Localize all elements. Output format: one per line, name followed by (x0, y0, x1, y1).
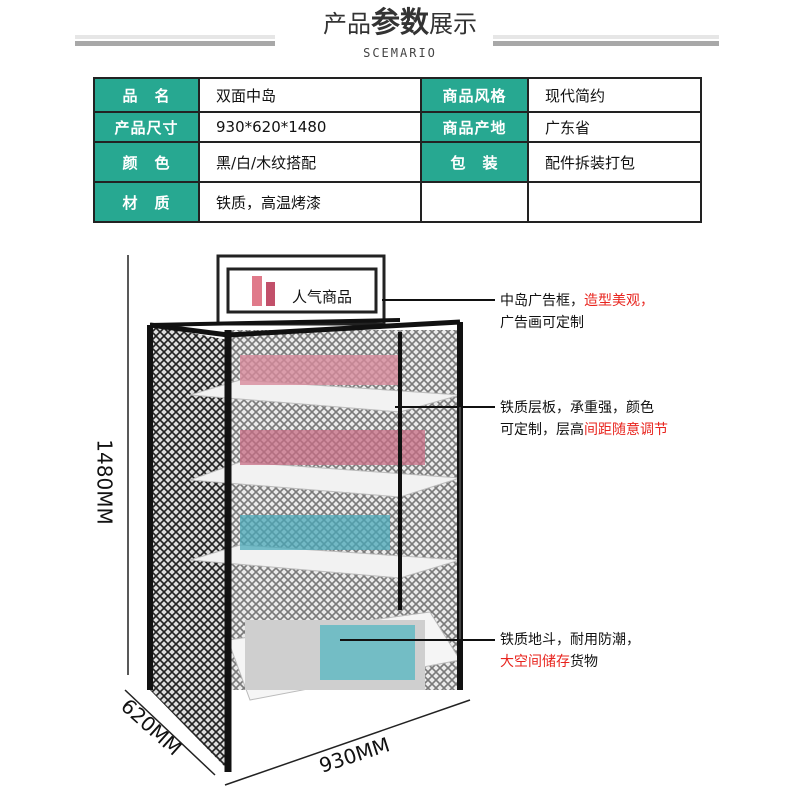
spec-value: 铁质，高温烤漆 (198, 181, 422, 223)
spec-row: 产品尺寸 930*620*1480 商品产地 广东省 (93, 111, 702, 143)
note-sign-frame: 中岛广告框，造型美观，广告画可定制 (500, 293, 654, 331)
spec-row: 颜 色 黑/白/木纹搭配 包 装 配件拆装打包 (93, 141, 702, 183)
spec-row: 品 名 双面中岛 商品风格 现代简约 (93, 77, 702, 113)
spec-empty (527, 181, 702, 223)
spec-key: 颜 色 (93, 141, 200, 183)
sign-product-image (266, 282, 275, 306)
spec-value: 配件拆装打包 (527, 141, 702, 183)
side-mesh-panel (150, 325, 228, 770)
frame-top (149, 318, 401, 327)
spec-row: 材 质 铁质，高温烤漆 (93, 181, 702, 223)
spec-value: 930*620*1480 (198, 111, 422, 143)
header-rule-right (493, 35, 719, 39)
spec-key: 包 装 (420, 141, 529, 183)
spec-value: 黑/白/木纹搭配 (198, 141, 422, 183)
note-base: 铁质地斗，耐用防潮，大空间储存货物 (500, 632, 640, 670)
spec-key: 材 质 (93, 181, 200, 223)
header-rule-left (75, 35, 275, 39)
title-bold: 参数 (370, 5, 429, 39)
products-row-3 (240, 515, 390, 550)
spec-key: 产品尺寸 (93, 111, 200, 143)
sign-text: 人气商品 (292, 288, 352, 306)
note-shelf: 铁质层板，承重强，颜色可定制，层高间距随意调节 (500, 400, 668, 438)
sign-frame (216, 254, 386, 326)
title-pre: 产品 (322, 10, 371, 38)
spec-value: 现代简约 (527, 77, 702, 113)
products-row-2 (240, 430, 425, 465)
width-dimension-line (224, 699, 471, 786)
spec-key: 品 名 (93, 77, 200, 113)
page-title: 产品参数展示 (0, 6, 800, 38)
subtitle: SCEMARIO (363, 46, 437, 60)
header-rule-left-dark (75, 41, 275, 46)
depth-dimension-line (124, 689, 216, 776)
spec-key: 商品产地 (420, 111, 529, 143)
frame-top (149, 319, 461, 338)
products-base-boxes (320, 625, 415, 680)
products-row-1 (240, 355, 400, 385)
sign-product-image (252, 276, 262, 306)
height-label: 1480MM (92, 439, 117, 525)
title-post: 展示 (429, 10, 477, 38)
spec-empty (420, 181, 529, 223)
header-rule-right-dark (493, 41, 719, 46)
spec-table: 品 名 双面中岛 商品风格 现代简约 产品尺寸 930*620*1480 商品产… (93, 77, 702, 223)
spec-key: 商品风格 (420, 77, 529, 113)
spec-value: 广东省 (527, 111, 702, 143)
spec-value: 双面中岛 (198, 77, 422, 113)
